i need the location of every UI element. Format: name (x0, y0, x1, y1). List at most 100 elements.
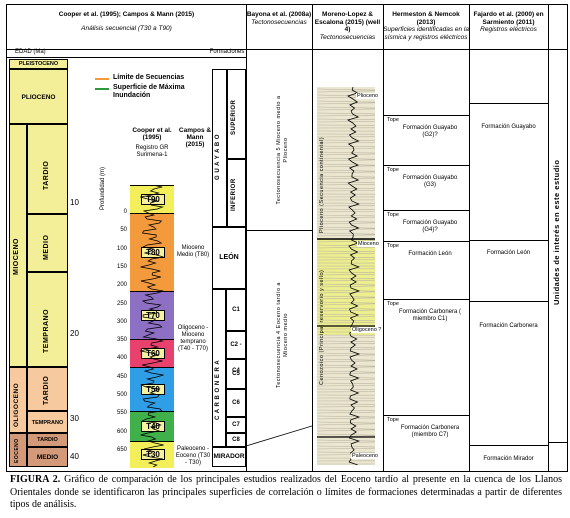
seismic-reflector (317, 159, 375, 162)
age-tick: 10 (70, 198, 79, 207)
seismic-reflector (317, 88, 375, 91)
age-tick: 30 (70, 414, 79, 423)
col2-title: Bayona et al. (2008a) (246, 11, 312, 18)
hermeston-top-line (383, 241, 469, 242)
col4-header: Hermeston & Nemcok (2013) Superficies id… (383, 11, 469, 41)
epoch-oligoceno-box (9, 367, 27, 433)
seismic-reflector (317, 228, 375, 231)
formaciones-label: Formaciones (209, 49, 245, 55)
seismic-reflector (317, 210, 375, 213)
col5-title: Fajardo et al. (2000) en Sarmiento (2011… (473, 11, 544, 26)
col5-header: Fajardo et al. (2000) en Sarmiento (2011… (469, 11, 548, 34)
fm-guayabo-label: G U A Y A B O (215, 133, 221, 180)
seismic-reflector (317, 315, 375, 318)
hermeston-top-line (383, 415, 469, 416)
col4-subtitle: Superficies identificadas en la sísmica … (383, 26, 469, 41)
fajardo-guayabo: Formación Guayabo (481, 124, 536, 130)
age-tick: 20 (70, 329, 79, 338)
campos-mioceno-medio: Mioceno Medio (T80) (176, 245, 210, 258)
seismic-reflector (317, 181, 375, 184)
seismic-reflector (317, 358, 375, 361)
seismic-reflector (317, 145, 375, 148)
sequence-label: T80 (141, 247, 165, 258)
legend: Límite de Secuencias Superficie de Máxim… (95, 74, 205, 106)
seismic-reflector (317, 447, 375, 450)
col1-subtitle: Análisis secuencial (T30 a T90) (81, 24, 172, 32)
seismic-reflector (317, 234, 375, 237)
seismic-reflector (317, 291, 375, 294)
epoch-oligoceno: OLIGOCENO (13, 382, 20, 427)
era-mioceno-tardio (27, 124, 68, 214)
hermeston-formation-name: Formación Guayabo (G4)? (402, 220, 458, 233)
divider (246, 5, 247, 471)
moreno-plioceno: Plioceno (356, 93, 380, 99)
seismic-reflector (317, 370, 375, 373)
seismic-reflector (317, 171, 375, 174)
fajardo-boundary (469, 301, 548, 302)
seismic-reflector (317, 106, 375, 109)
seismic-reflector (317, 177, 375, 180)
depth-tick: 50 (120, 227, 127, 234)
seismic-reflector (317, 301, 375, 304)
seismic-reflector (317, 283, 375, 286)
seismic-reflector (317, 303, 375, 306)
depth-tick: 400 (116, 355, 127, 362)
depth-tick: 500 (116, 392, 127, 398)
sequence-label: T30 (141, 449, 165, 460)
col3-header: Moreno-Lopez & Escalona (2015) (well 4) … (312, 11, 383, 41)
hermeston-tope-label: Tope (387, 243, 399, 249)
era-eoceno-medio: MEDIO (27, 447, 68, 467)
carbonera-unit: C7 (226, 417, 246, 433)
carbonera-unit: C2 - C4 (226, 331, 246, 374)
well-log-trace (347, 87, 361, 465)
seismic-reflector (317, 187, 375, 189)
fm-inferior (227, 159, 246, 227)
era-pleistoceno: PLEISTOCENO (9, 59, 68, 69)
legend-limite: Límite de Secuencias (113, 74, 185, 81)
seismic-reflector (317, 433, 375, 436)
seismic-reflector (317, 253, 375, 255)
interest-label: Unidades de interés en este estudio (552, 159, 561, 305)
moreno-paleoceno: Paleoceno (351, 453, 379, 459)
seismic-reflector (317, 153, 375, 156)
seismic-reflector (317, 279, 375, 282)
seismic-reflector (317, 307, 375, 310)
era-mioceno-medio (27, 214, 68, 272)
divider (548, 5, 549, 471)
seismic-reflector (317, 309, 375, 312)
epoch-eoceno: EOCENO (14, 438, 20, 463)
fm-mirador: MIRADOR (212, 447, 246, 467)
era-plioceno: PLIOCENO (9, 69, 68, 124)
seismic-reflector (317, 169, 375, 172)
seismic-reflector (317, 232, 375, 235)
moreno-oligoceno: Oligoceno ? (351, 327, 383, 333)
era-label-tardio: TARDIO (43, 160, 50, 190)
seismic-reflector (317, 376, 375, 379)
seismic-reflector (317, 348, 375, 351)
hermeston-formation-name: Formación Carbonera (miembro C7) (400, 425, 460, 438)
depth-tick: 600 (116, 428, 127, 435)
caption-text: Gráfico de comparación de los principale… (10, 474, 562, 510)
bayona-trend-line (246, 425, 312, 447)
seismic-reflector (317, 415, 375, 418)
era-mioceno-temprano (27, 272, 68, 367)
hermeston-tope-label: Tope (387, 301, 399, 307)
seismic-reflector (317, 157, 375, 160)
era-oligoceno-temprano: TEMPRANO (27, 411, 68, 433)
bayona-boundary (246, 230, 312, 231)
seismic-reflector (317, 343, 375, 345)
seismic-reflector (317, 352, 375, 355)
edad-label: EDAD (Ma) (15, 49, 46, 55)
seismic-reflector (317, 100, 375, 103)
hermeston-formation-name: Formación León (408, 251, 452, 257)
col1-header: Cooper et al. (1995); Campos & Mann (201… (7, 11, 246, 32)
fm-inferior-label: INFERIOR (231, 178, 237, 211)
seismic-reflector (317, 142, 375, 144)
bayona-ts5: Tectonosecuencia 5 Mioceno medio a Plioc… (276, 95, 289, 205)
epoch-eoceno-box (9, 433, 27, 467)
interest-box (548, 93, 567, 443)
sequence-block: T90 (130, 185, 174, 214)
hermeston-top-line (383, 115, 469, 116)
seismic-reflector (317, 439, 375, 442)
seismic-reflector (317, 360, 375, 363)
